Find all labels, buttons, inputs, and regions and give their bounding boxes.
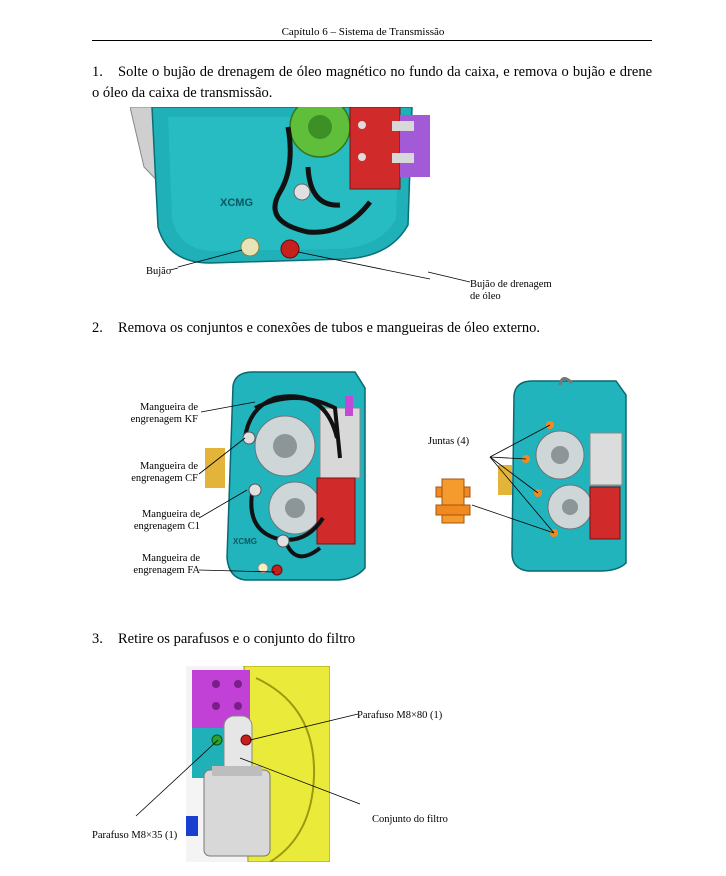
step-number: 2.: [92, 320, 103, 336]
figure-gearbox-joints: [435, 377, 627, 572]
brand-mark: XCMG: [220, 197, 253, 209]
label-hose-c1-line2: engrenagem C1: [133, 521, 200, 532]
label-hose-c1-line1: Mangueira de: [141, 509, 200, 520]
leader-lines-filter: [135, 713, 361, 817]
step-number: 3.: [92, 631, 103, 647]
label-hose-cf: Mangueira de engrenagem CF: [108, 461, 198, 485]
label-hose-kf-line2: engrenagem KF: [130, 414, 198, 425]
step-3: 3. Retire os parafusos e o conjunto do fi…: [92, 629, 652, 650]
figure-gearbox-hoses: XCMG: [205, 371, 366, 581]
label-drain-plug-line1: Bujão de drenagem: [470, 279, 552, 290]
step-number: 1.: [92, 64, 103, 80]
leader-lines-step1: [170, 267, 470, 283]
step-2: 2. Remova os conjuntos e conexões de tubo…: [92, 318, 652, 339]
brand-mark: XCMG: [233, 537, 257, 546]
label-drain-plug-line2: de óleo: [470, 291, 501, 302]
figure-gearbox-bottom: XCMG: [130, 107, 430, 280]
label-plug: Bujão: [146, 266, 172, 277]
label-joints: Juntas (4): [428, 436, 470, 447]
step-1: 1.Solte o bujão de drenagem de óleo magn…: [92, 62, 652, 104]
label-drain-plug: Bujão de drenagem de óleo: [470, 279, 552, 303]
label-bolt-m8x35: Parafuso M8×35 (1): [92, 830, 178, 841]
step-text: Retire os parafusos e o conjunto do filt…: [118, 631, 356, 647]
label-hose-cf-line2: engrenagem CF: [131, 473, 198, 484]
label-hose-fa-line2: engrenagem FA: [133, 565, 200, 576]
chapter-header: Capítulo 6 – Sistema de Transmissão: [281, 26, 445, 38]
label-hose-cf-line1: Mangueira de: [139, 461, 198, 472]
label-bolt-m8x80: Parafuso M8×80 (1): [357, 710, 443, 721]
label-hose-fa-line1: Mangueira de: [141, 553, 200, 564]
label-hose-kf-line1: Mangueira de: [139, 402, 198, 413]
step-text: Solte o bujão de drenagem de óleo magnét…: [92, 64, 652, 101]
figure-filter-assembly: [186, 666, 330, 862]
header-rule: [92, 40, 652, 41]
label-hose-fa: Mangueira de engrenagem FA: [108, 553, 200, 577]
step-text: Remova os conjuntos e conexões de tubos …: [118, 320, 540, 336]
label-hose-c1: Mangueira de engrenagem C1: [108, 509, 200, 533]
leader-lines-hoses: [198, 401, 275, 573]
label-hose-kf: Mangueira de engrenagem KF: [108, 402, 198, 426]
label-filter-assembly: Conjunto do filtro: [372, 814, 448, 825]
